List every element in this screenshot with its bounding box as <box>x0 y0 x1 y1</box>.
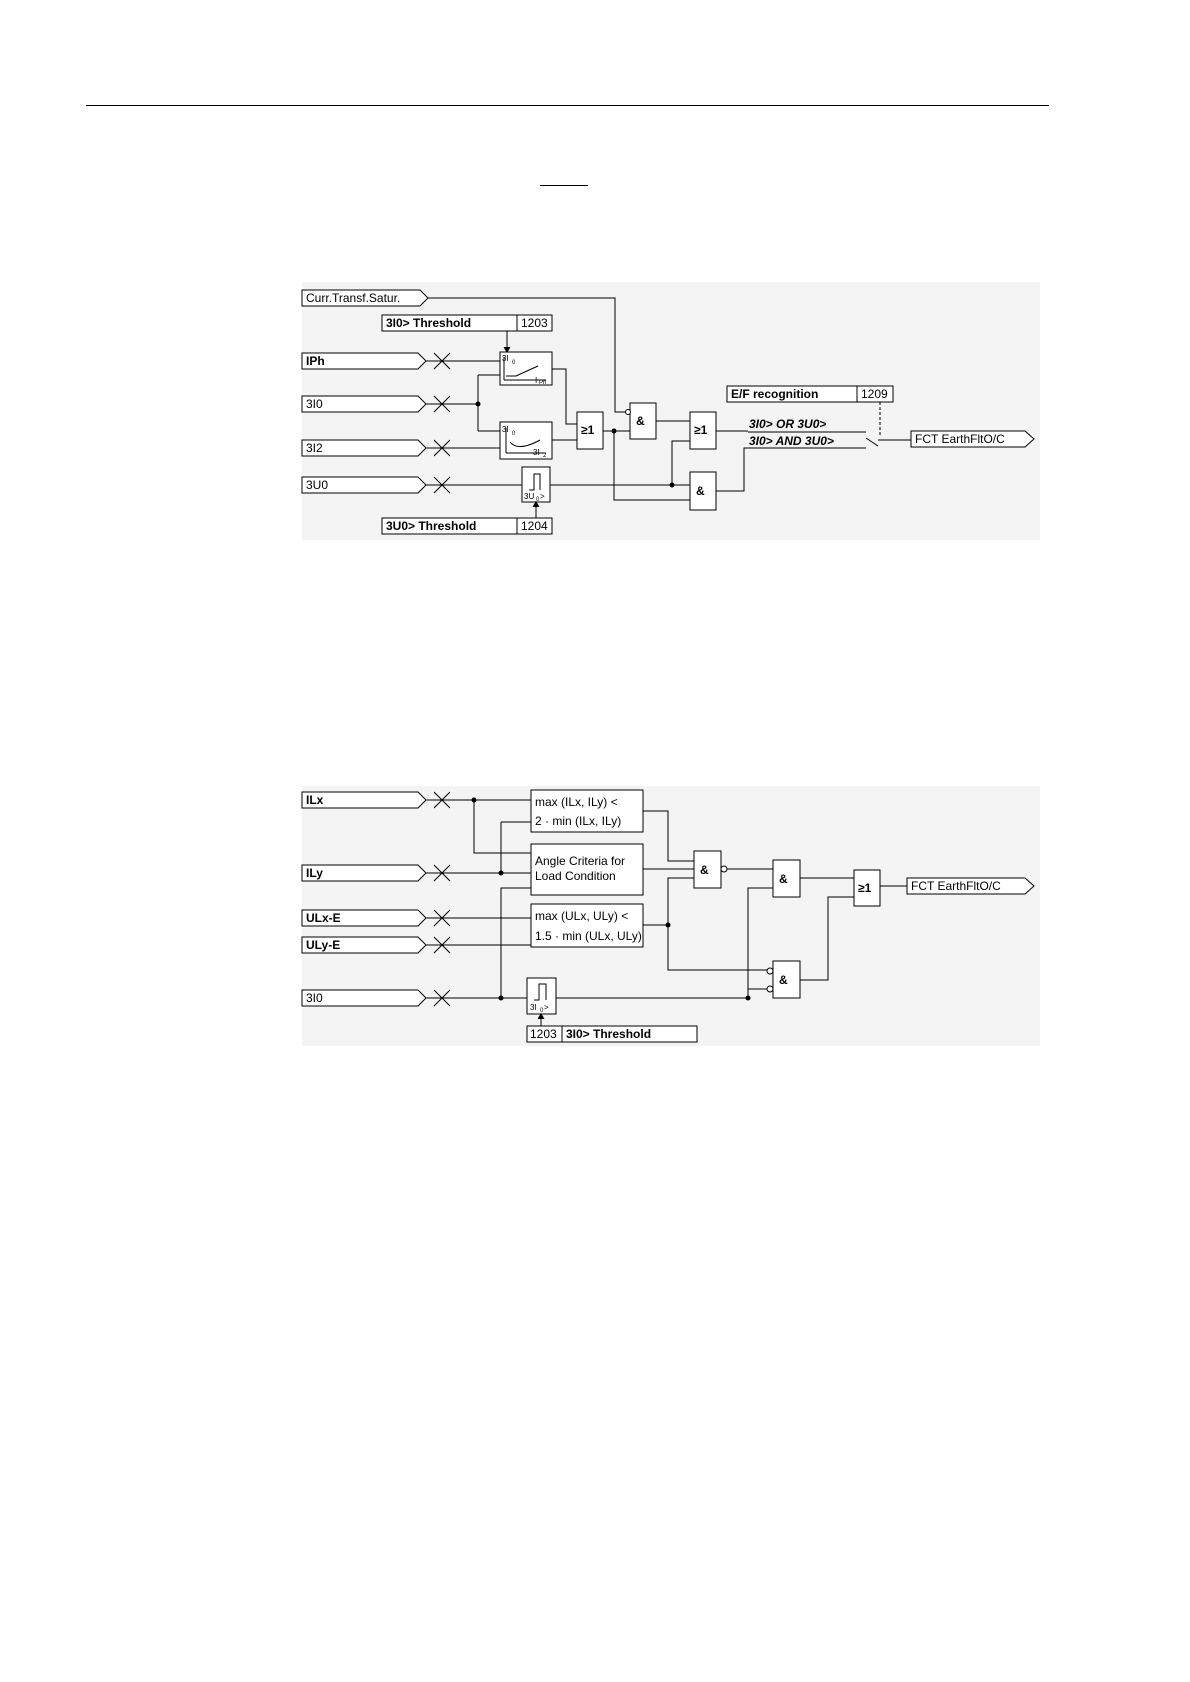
input-3i0-label: 3I0 <box>306 397 323 411</box>
svg-text:3U: 3U <box>524 492 534 501</box>
svg-text:0: 0 <box>540 1008 544 1014</box>
setting-3u0-threshold-label: 3U0> Threshold <box>386 519 476 533</box>
setting-3i0-threshold-b-number: 1203 <box>530 1027 557 1041</box>
setting-3i0-threshold-1203: 3I0> Threshold 1203 <box>381 314 553 332</box>
input-3i0-b-label: 3I0 <box>306 991 323 1005</box>
gate-and1: & <box>629 402 657 440</box>
block-current-ratio: max (ILx, ILy) < 2 · min (ILx, ILy) <box>530 789 644 833</box>
input-ily-label: ILy <box>306 866 323 880</box>
current-ratio-line1: max (ILx, ILy) < <box>535 795 618 809</box>
setting-3i0-threshold-label: 3I0> Threshold <box>386 316 471 330</box>
svg-text:&: & <box>700 863 709 877</box>
svg-text:2: 2 <box>543 453 547 459</box>
input-uly-e-label: ULy-E <box>306 938 340 952</box>
input-ulx-e-label: ULx-E <box>306 911 341 925</box>
svg-text:0: 0 <box>512 431 516 437</box>
angle-criteria-line1: Angle Criteria for <box>535 854 625 868</box>
input-ct-saturation: Curr.Transf.Satur. <box>301 289 429 307</box>
voltage-ratio-line2: 1.5 · min (ULx, ULy) <box>535 929 642 943</box>
input-3i0: 3I0 <box>301 395 427 413</box>
svg-text:0: 0 <box>536 497 540 503</box>
input-3u0-label: 3U0 <box>306 478 328 492</box>
block-3i0-iph-characteristic: 3I 0 I Ph <box>499 351 553 386</box>
gate2-and1: & <box>693 850 728 889</box>
input-ilx-label: ILx <box>306 793 324 807</box>
diagram2-wiring <box>426 799 907 1026</box>
svg-text:>: > <box>540 492 545 501</box>
svg-text:>: > <box>544 1003 549 1012</box>
input-iph: IPh <box>301 352 427 370</box>
block-3i0-3i2-characteristic: 3I 0 3I 2 <box>499 421 553 460</box>
diagram-earth-fault-detection: Curr.Transf.Satur. IPh 3I0 3I2 3U0 <box>301 282 1040 540</box>
svg-text:&: & <box>779 973 788 987</box>
setting-3u0-threshold-number: 1204 <box>521 519 548 533</box>
output-fct-earthflt-2-label: FCT EarthFltO/C <box>911 879 1001 893</box>
svg-text:I: I <box>535 376 537 385</box>
svg-text:Ph: Ph <box>539 380 546 386</box>
gate2-and3: & <box>766 960 801 999</box>
page-header-rule <box>86 105 1049 106</box>
input-ily: ILy <box>301 864 427 882</box>
block-3i0-threshold: 3I 0 > <box>526 977 557 1015</box>
input-3u0: 3U0 <box>301 476 427 494</box>
block-3u0-threshold: 3U 0 > <box>521 466 551 503</box>
option-and-mode: 3I0> AND 3U0> <box>749 434 834 448</box>
svg-text:3I: 3I <box>502 354 509 363</box>
svg-text:≥1: ≥1 <box>581 423 595 437</box>
angle-criteria-line2: Load Condition <box>535 869 616 883</box>
input-ilx: ILx <box>301 791 427 809</box>
input-3i0-b: 3I0 <box>301 989 427 1007</box>
svg-text:≥1: ≥1 <box>694 423 708 437</box>
svg-text:3I: 3I <box>533 448 540 457</box>
current-ratio-line2: 2 · min (ILx, ILy) <box>535 814 621 828</box>
svg-text:3I: 3I <box>502 425 509 434</box>
diagram2-background <box>302 786 1040 1046</box>
gate2-and2: & <box>772 859 801 898</box>
setting-ef-recognition-label: E/F recognition <box>731 387 818 401</box>
setting-3u0-threshold-1204: 3U0> Threshold 1204 <box>381 517 553 535</box>
option-or-mode: 3I0> OR 3U0> <box>749 417 826 431</box>
output-fct-earthflt: FCT EarthFltO/C <box>910 430 1035 448</box>
voltage-ratio-line1: max (ULx, ULy) < <box>535 909 628 923</box>
output-fct-earthflt-label: FCT EarthFltO/C <box>915 432 1005 446</box>
block-voltage-ratio: max (ULx, ULy) < 1.5 · min (ULx, ULy) <box>530 903 644 948</box>
short-rule <box>540 185 588 186</box>
svg-text:3I: 3I <box>530 1003 537 1012</box>
setting-ef-recognition-1209: E/F recognition 1209 <box>726 385 894 403</box>
gate-or1: ≥1 <box>576 411 604 450</box>
svg-text:&: & <box>779 872 788 886</box>
gate-or2: ≥1 <box>689 411 717 450</box>
svg-text:&: & <box>696 484 705 498</box>
setting-ef-recognition-number: 1209 <box>861 387 888 401</box>
diagram1-junctions <box>475 401 675 488</box>
diagram-load-condition-check: ILx ILy ULx-E ULy-E 3I0 max <box>301 786 1040 1046</box>
setting-3i0-threshold-number: 1203 <box>521 316 548 330</box>
input-ct-saturation-label: Curr.Transf.Satur. <box>306 291 400 305</box>
svg-text:&: & <box>636 414 645 428</box>
svg-text:0: 0 <box>512 360 516 366</box>
diagram2-junctions <box>471 797 751 1001</box>
input-ulx-e: ULx-E <box>301 909 427 927</box>
input-iph-label: IPh <box>306 354 325 368</box>
output-fct-earthflt-2: FCT EarthFltO/C <box>906 877 1035 895</box>
gate-and2: & <box>689 471 717 511</box>
diagram1-wiring <box>426 297 911 518</box>
input-3i2: 3I2 <box>301 439 427 457</box>
setting-3i0-threshold-b-label: 3I0> Threshold <box>566 1027 651 1041</box>
setting-3i0-threshold-1203-b: 1203 3I0> Threshold <box>526 1025 698 1043</box>
gate2-or1: ≥1 <box>853 869 881 907</box>
input-uly-e: ULy-E <box>301 936 427 954</box>
input-3i2-label: 3I2 <box>306 441 323 455</box>
svg-text:≥1: ≥1 <box>858 881 872 895</box>
block-angle-criteria: Angle Criteria for Load Condition <box>530 843 644 896</box>
